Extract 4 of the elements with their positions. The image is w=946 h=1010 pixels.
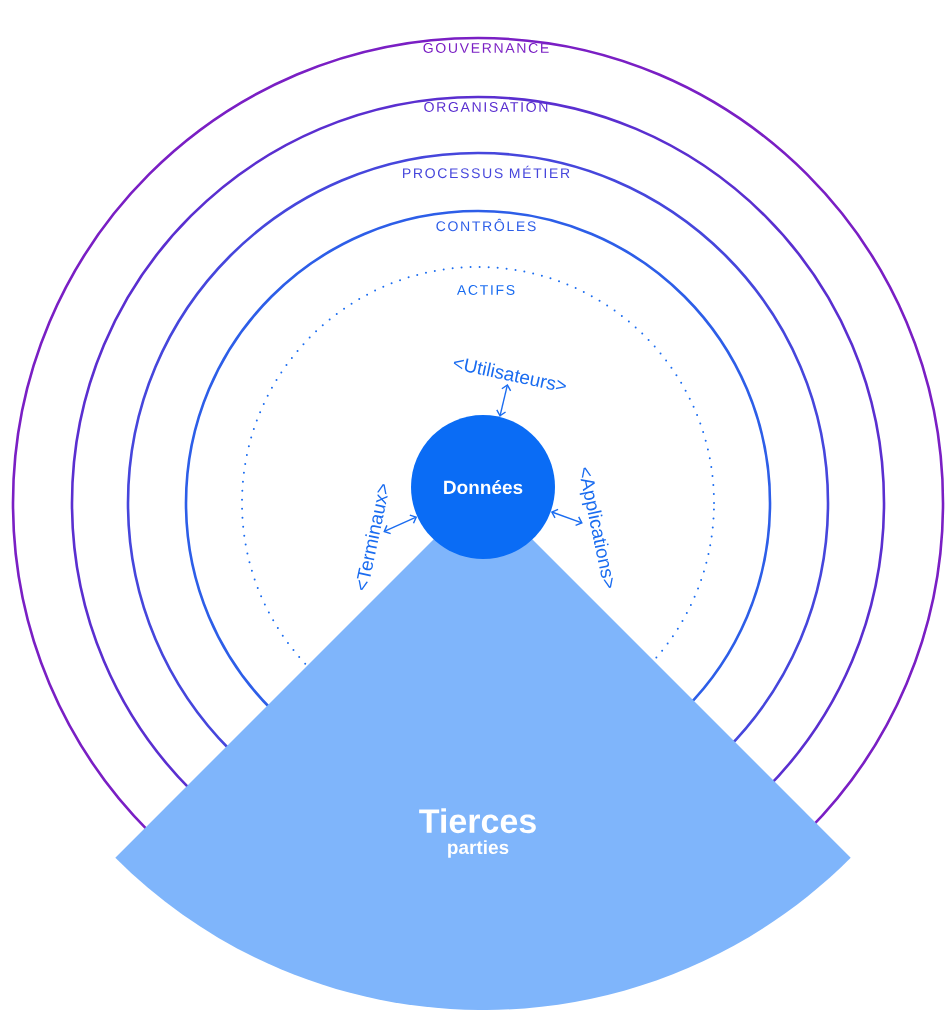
label: <Utilisateurs> — [453, 358, 566, 390]
double-arrow — [550, 508, 583, 527]
double-arrow — [383, 514, 418, 535]
double-arrow — [496, 383, 512, 417]
